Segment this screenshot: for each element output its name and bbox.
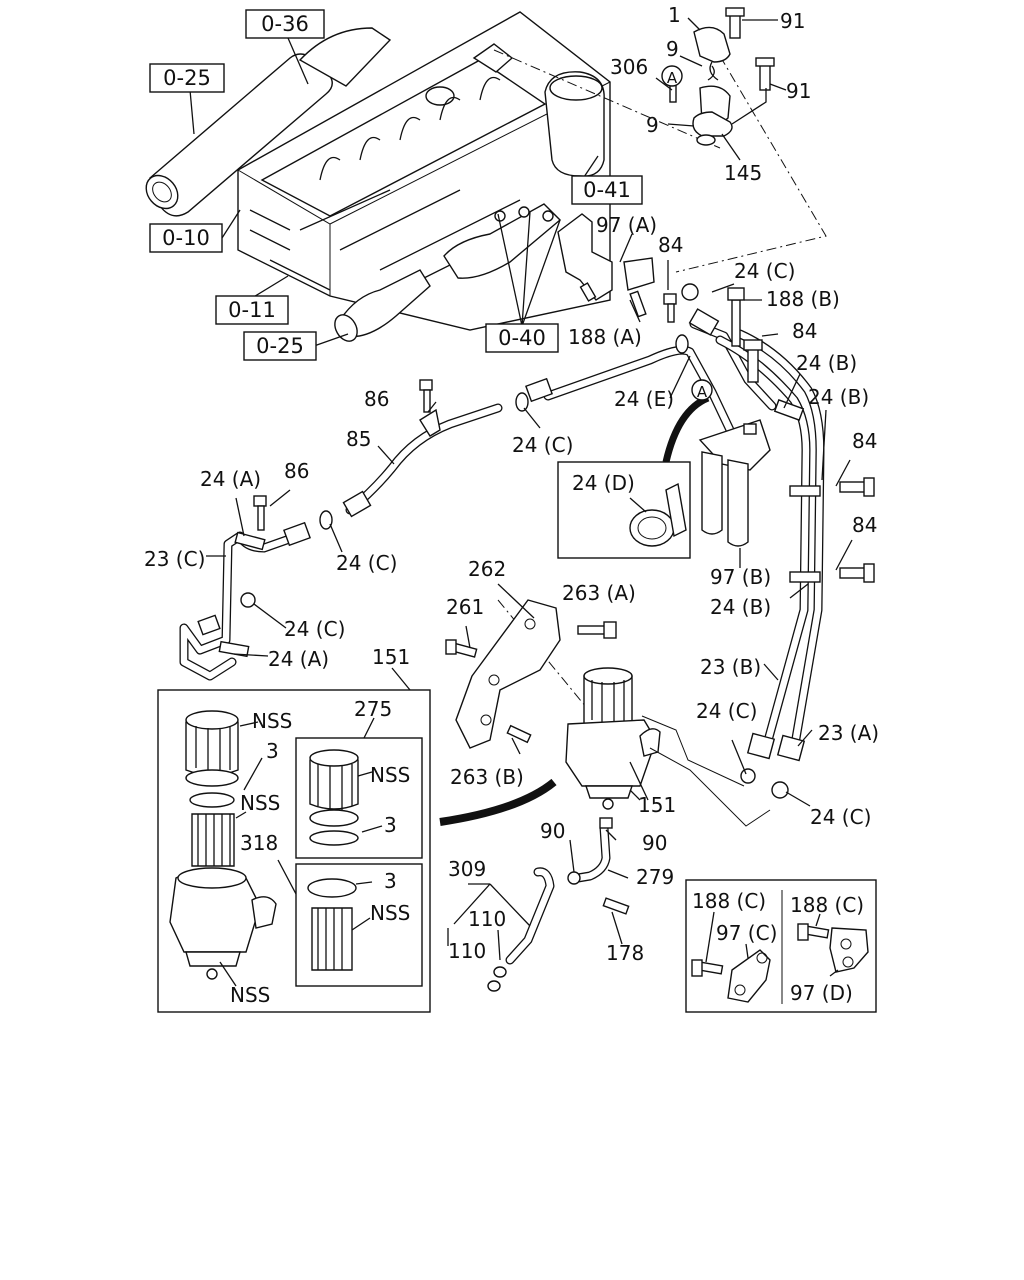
callout-97b: 97 (B): [710, 565, 771, 589]
callout-nss-2: NSS: [370, 763, 410, 787]
tube-23a: [735, 329, 825, 755]
callout-263a: 263 (A): [562, 581, 636, 605]
tube-85: [345, 403, 503, 515]
callout-91b: 91: [786, 79, 811, 103]
callout-188a: 188 (A): [568, 325, 642, 349]
callout-90a: 90: [540, 819, 565, 843]
callout-23b: 23 (B): [700, 655, 761, 679]
clamps: [218, 283, 821, 799]
callout-3b: 3: [384, 813, 397, 837]
callout-3c: 3: [384, 869, 397, 893]
svg-text:0-10: 0-10: [162, 226, 210, 250]
bracket-97a-area: [557, 213, 677, 323]
svg-text:0-25: 0-25: [256, 334, 304, 358]
callout-labels: 1 91 9 306 A 91 9 145 97 (A) 84 24 (C) 1…: [144, 3, 879, 1007]
callout-nss-4: NSS: [370, 901, 410, 925]
callout-24bc: 24 (B): [710, 595, 771, 619]
callout-97c: 97 (C): [716, 921, 777, 945]
callout-leaders: [206, 283, 827, 807]
callout-nss-3: NSS: [240, 791, 280, 815]
svg-text:0-11: 0-11: [228, 298, 276, 322]
ref-box-0-25-top: 0-25: [149, 63, 225, 93]
callout-261: 261: [446, 595, 484, 619]
callout-nss-5: NSS: [230, 983, 270, 1007]
callout-24cb: 24 (C): [512, 433, 573, 457]
callout-24ce: 24 (C): [696, 699, 757, 723]
ref-box-0-25-bottom: 0-25: [243, 331, 317, 361]
callout-24aa: 24 (A): [200, 467, 261, 491]
callout-188cb: 188 (C): [790, 893, 864, 917]
callout-110a: 110: [468, 907, 506, 931]
callout-188ca: 188 (C): [692, 889, 766, 913]
callout-188b: 188 (B): [766, 287, 840, 311]
detail-box-151: [157, 667, 431, 1013]
callout-24cd: 24 (C): [284, 617, 345, 641]
callout-275: 275: [354, 697, 392, 721]
circle-marker-a-top: [661, 65, 683, 87]
callout-84b: 84: [792, 319, 817, 343]
callout-24cc: 24 (C): [336, 551, 397, 575]
callout-84a: 84: [658, 233, 683, 257]
svg-text:0-36: 0-36: [261, 12, 309, 36]
heat-shield-97b: [662, 287, 875, 583]
callout-97d: 97 (D): [790, 981, 853, 1005]
valve-assembly-top: [655, 7, 787, 161]
callout-24cf: 24 (C): [810, 805, 871, 829]
callout-24d: 24 (D): [572, 471, 635, 495]
callout-24bb: 24 (B): [808, 385, 869, 409]
pump-151-main: [439, 667, 771, 827]
callout-85: 85: [346, 427, 371, 451]
svg-text:0-41: 0-41: [583, 178, 631, 202]
callout-263b: 263 (B): [450, 765, 524, 789]
callout-279: 279: [636, 865, 674, 889]
callout-86a: 86: [364, 387, 389, 411]
callout-151a: 151: [372, 645, 410, 669]
svg-text:0-40: 0-40: [498, 326, 546, 350]
ref-box-0-11: 0-11: [215, 295, 289, 325]
circle-marker-a-mid: [691, 379, 713, 401]
ref-box-0-41: 0-41: [571, 175, 643, 205]
callout-318: 318: [240, 831, 278, 855]
callout-23a: 23 (A): [818, 721, 879, 745]
callout-97a: 97 (A): [596, 213, 657, 237]
callout-24ca: 24 (C): [734, 259, 795, 283]
callout-90b: 90: [642, 831, 667, 855]
callout-262: 262: [468, 557, 506, 581]
callout-309: 309: [448, 857, 486, 881]
detail-box-188c: [685, 879, 877, 1013]
callout-306: 306: [610, 55, 648, 79]
callout-84d: 84: [852, 513, 877, 537]
detail-box-24d: [557, 461, 691, 559]
callout-151b: 151: [638, 793, 676, 817]
ref-box-0-36: 0-36: [245, 9, 325, 39]
callout-178: 178: [606, 941, 644, 965]
ref-box-0-10: 0-10: [149, 223, 223, 253]
misc-bolts: [253, 379, 630, 915]
callout-3a: 3: [266, 739, 279, 763]
hose-fittings: [197, 308, 806, 762]
callout-1: 1: [668, 3, 681, 27]
callout-9a: 9: [666, 37, 679, 61]
callout-9b: 9: [646, 113, 659, 137]
callout-24e: 24 (E): [614, 387, 674, 411]
callout-23c: 23 (C): [144, 547, 205, 571]
callout-86b: 86: [284, 459, 309, 483]
pipe-309-279: [447, 817, 629, 992]
callout-24ab: 24 (A): [268, 647, 329, 671]
callout-a-top: A: [667, 69, 678, 87]
svg-text:0-25: 0-25: [163, 66, 211, 90]
callout-nss-1: NSS: [252, 709, 292, 733]
tube-23b: [715, 335, 811, 753]
bracket-262: [455, 583, 561, 749]
callout-145: 145: [724, 161, 762, 185]
callout-24ba: 24 (B): [796, 351, 857, 375]
callout-84c: 84: [852, 429, 877, 453]
ref-box-0-40: 0-40: [485, 323, 559, 353]
callout-91a: 91: [780, 9, 805, 33]
callout-110b: 110: [448, 939, 486, 963]
callout-a-mid: A: [697, 383, 708, 401]
engine-assembly: [145, 11, 611, 342]
